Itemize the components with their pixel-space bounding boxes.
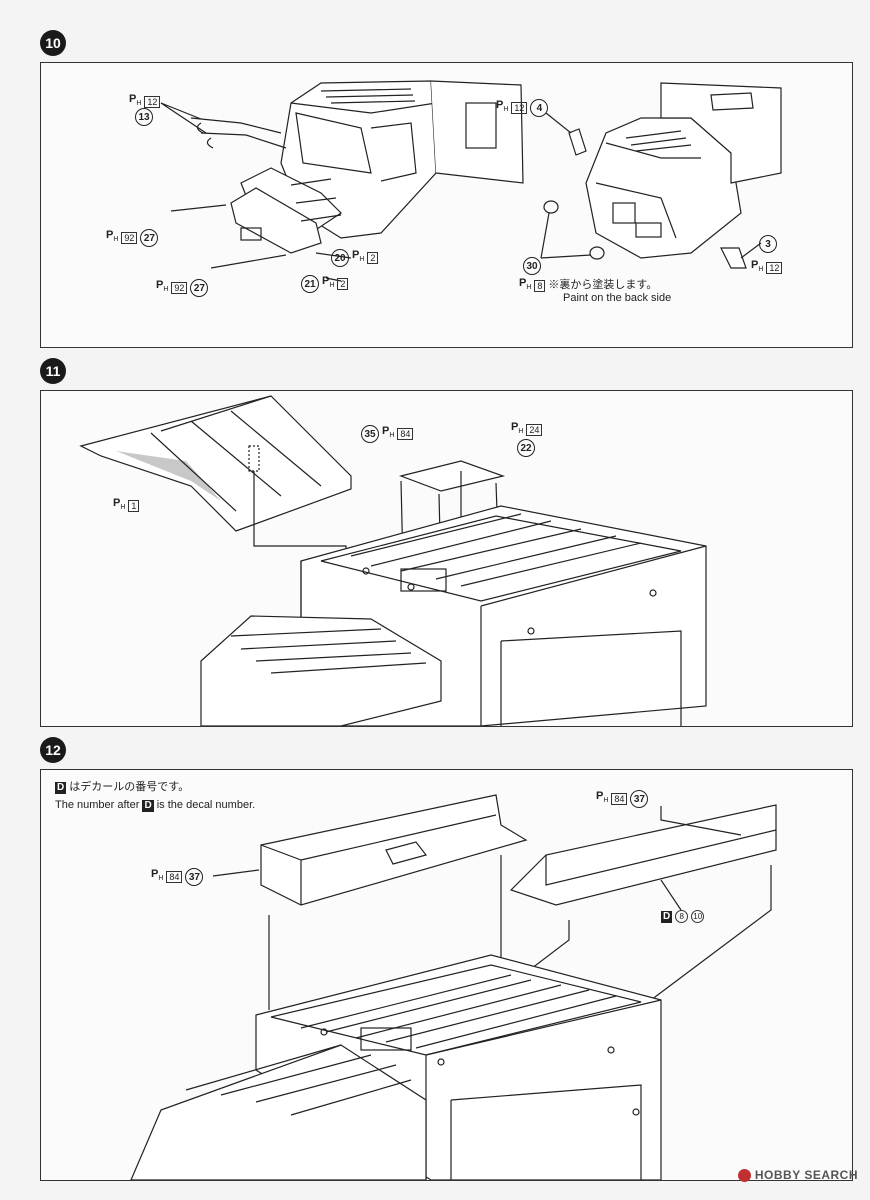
part-22-label: 22 [517, 439, 535, 457]
part-13-label: 13 [135, 108, 153, 126]
step-12-panel: D はデカールの番号です。 The number after D is the … [40, 769, 853, 1181]
hobby-search-logo-icon [737, 1169, 751, 1182]
decal-note-en: The number after D is the decal number. [55, 799, 256, 812]
part-3-label: 3 [759, 235, 777, 253]
step-11-illustration [79, 395, 707, 726]
step-12-illustration [130, 794, 777, 1180]
step-12-badge: 12 [40, 737, 66, 763]
paint-back-side-note: Paint on the back side [563, 292, 672, 304]
watermark: HOBBY SEARCH [737, 1168, 858, 1182]
step-11-badge: 11 [40, 358, 66, 384]
decal-note-jp: D はデカールの番号です。 [55, 781, 190, 794]
step-10-badge: 10 [40, 30, 66, 56]
step-10-illustration [160, 80, 782, 282]
part-30-label: 30 [523, 257, 541, 275]
